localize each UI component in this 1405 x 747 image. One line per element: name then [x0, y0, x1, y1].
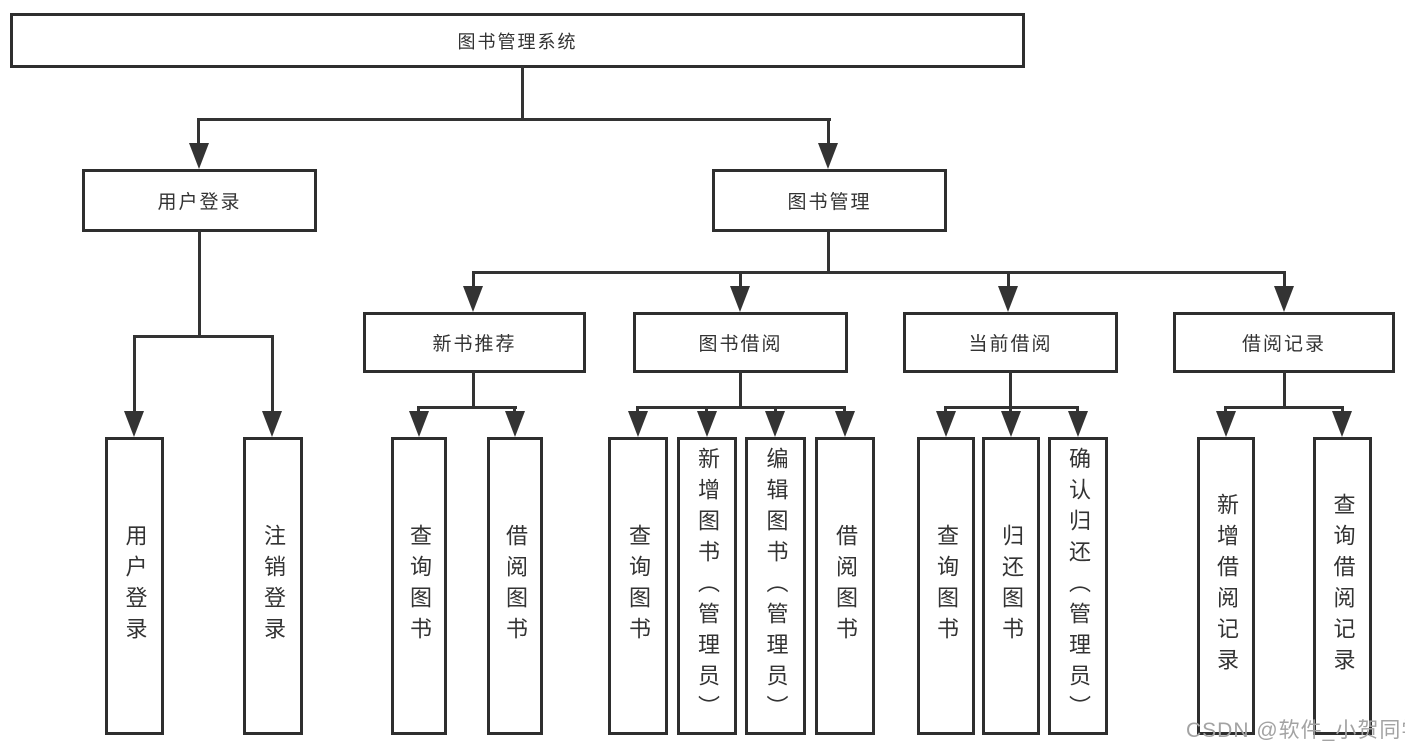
node-current-borrowing: 当前借阅: [903, 312, 1118, 373]
node-label: 查询图书: [626, 524, 651, 648]
leaf-add-borrow-record: 新增借阅记录: [1197, 437, 1255, 735]
node-library-system: 图书管理系统: [10, 13, 1025, 68]
leaf-user-login: 用户登录: [105, 437, 164, 735]
leaf-query-books-borrowing: 查询图书: [608, 437, 668, 735]
arrow-head: [1216, 411, 1236, 437]
arrow-head: [835, 411, 855, 437]
node-label: 当前借阅: [968, 334, 1053, 355]
leaf-query-books-current: 查询图书: [917, 437, 975, 735]
connector-line: [1007, 271, 1010, 289]
arrow-head: [1068, 411, 1088, 437]
node-label: 用户登录: [157, 192, 242, 213]
leaf-query-borrow-record: 查询借阅记录: [1313, 437, 1372, 735]
node-label: 新增借阅记录: [1214, 493, 1239, 679]
leaf-borrow-books-recommend: 借阅图书: [487, 437, 543, 735]
arrow-head: [628, 411, 648, 437]
connector-line: [827, 118, 830, 148]
arrow-head: [189, 143, 209, 169]
arrow-head: [730, 286, 750, 312]
leaf-edit-books-admin: 编辑图书（管理员）: [745, 437, 806, 735]
arrow-head: [1001, 411, 1021, 437]
node-book-borrowing: 图书借阅: [633, 312, 848, 373]
csdn-watermark: CSDN @软件_小贺同学: [1186, 719, 1405, 742]
connector-line: [521, 66, 524, 120]
connector-line: [1009, 371, 1012, 409]
arrow-head: [765, 411, 785, 437]
node-label: 图书借阅: [698, 334, 783, 355]
connector-line: [472, 371, 475, 409]
arrow-head: [262, 411, 282, 437]
node-label: 编辑图书（管理员）: [763, 446, 789, 726]
node-user-login: 用户登录: [82, 169, 317, 232]
connector-line: [472, 271, 475, 289]
connector-line: [198, 230, 201, 337]
node-label: 借阅图书: [503, 524, 528, 648]
leaf-borrow-books: 借阅图书: [815, 437, 875, 735]
node-label: 查询图书: [407, 524, 432, 648]
node-book-management: 图书管理: [712, 169, 947, 232]
arrow-head: [998, 286, 1018, 312]
node-label: 新增图书（管理员）: [695, 446, 720, 726]
arrow-head: [463, 286, 483, 312]
connector-line: [197, 118, 831, 121]
node-label: 图书管理: [787, 192, 872, 213]
connector-line: [636, 406, 846, 409]
node-label: 注销登录: [261, 524, 286, 648]
node-label: 新书推荐: [432, 334, 517, 355]
arrow-head: [936, 411, 956, 437]
leaf-add-books-admin: 新增图书（管理员）: [677, 437, 737, 735]
node-label: 确认归还（管理员）: [1066, 446, 1091, 726]
connector-line: [133, 335, 136, 413]
arrow-head: [505, 411, 525, 437]
arrow-head: [1332, 411, 1352, 437]
connector-line: [1283, 271, 1286, 289]
arrow-head: [697, 411, 717, 437]
connector-line: [417, 406, 517, 409]
arrow-head: [409, 411, 429, 437]
connector-line: [1283, 371, 1286, 409]
node-label: 图书管理系统: [457, 31, 578, 52]
node-label: 用户登录: [122, 524, 148, 648]
connector-line: [271, 335, 274, 413]
connector-line: [197, 118, 200, 148]
arrow-head: [818, 143, 838, 169]
leaf-confirm-return-admin: 确认归还（管理员）: [1048, 437, 1108, 735]
node-borrowing-records: 借阅记录: [1173, 312, 1395, 373]
node-label: 查询借阅记录: [1330, 493, 1356, 679]
connector-line: [472, 271, 1286, 274]
connector-line: [739, 371, 742, 409]
node-label: 查询图书: [934, 524, 959, 648]
leaf-return-books: 归还图书: [982, 437, 1040, 735]
node-label: 借阅记录: [1241, 334, 1326, 355]
connector-line: [133, 335, 274, 338]
node-label: 借阅图书: [833, 524, 858, 648]
leaf-logout: 注销登录: [243, 437, 303, 735]
leaf-query-books-recommend: 查询图书: [391, 437, 447, 735]
arrow-head: [1274, 286, 1294, 312]
connector-line: [739, 271, 742, 289]
connector-line: [827, 230, 830, 273]
node-label: 归还图书: [999, 524, 1024, 648]
arrow-head: [124, 411, 144, 437]
node-new-book-recommend: 新书推荐: [363, 312, 586, 373]
connector-line: [1224, 406, 1344, 409]
